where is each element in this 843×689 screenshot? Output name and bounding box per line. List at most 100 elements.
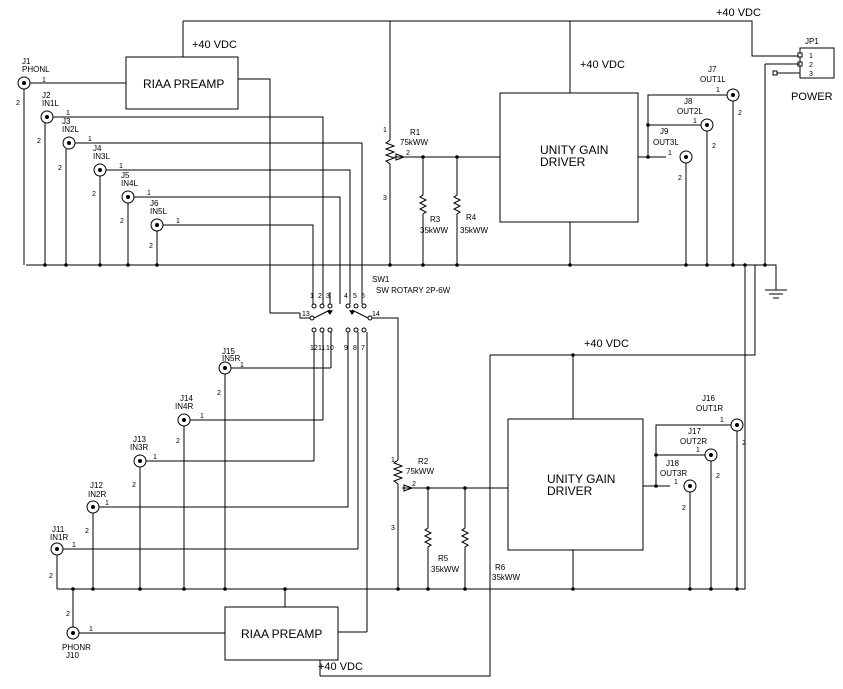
pin-number: 1 [66,110,70,117]
jack-ref: J17 [688,427,701,436]
switch-pin: 8 [353,345,357,352]
riaa-preamp-top: RIAA PREAMP [125,56,300,314]
unity-gain-driver-top: UNITY GAIN DRIVER [499,92,727,265]
resistor-value: 75kWW [406,467,434,476]
pin-number: 1 [105,500,109,507]
pin-number: 1 [693,118,697,125]
pin-number: 2 [217,390,221,397]
pin-number: 1 [383,127,387,134]
jack-ref: J10 [66,651,79,660]
resistor-value: 35kWW [492,573,520,582]
r5-resistor: R5 35kWW [423,488,459,589]
top-power-rail: +40 VDC +40 VDC +40 VDC [182,7,800,93]
power-label-top: +40 VDC [716,7,761,19]
pin-number: 2 [66,611,70,618]
rotary-switch: SW1 SW ROTARY 2P-6W 1 2 3 4 5 6 12 11 10… [299,275,451,632]
jack-ref: J3 [62,117,71,126]
jack-name: IN3L [93,152,110,161]
driver-bottom-line1: UNITY GAIN [547,472,615,486]
power-label-preamp-bottom: +40 VDC [318,661,363,673]
pin-number: 3 [383,195,387,202]
jack-ref: J8 [684,97,693,106]
jack-ref: J16 [702,394,715,403]
jack-name: IN4L [121,179,138,188]
pin-number: 1 [668,150,672,157]
pin-number: 2 [49,573,53,580]
switch-ref: SW1 [372,275,390,284]
preamp-top-label: RIAA PREAMP [143,77,224,91]
pin-number: 1 [696,447,700,454]
pin-number: 2 [58,165,62,172]
pin-number: 2 [120,218,124,225]
power-label-preamp-top: +40 VDC [192,39,237,51]
switch-pin: 4 [344,293,348,300]
pin-number: 2 [712,143,716,150]
jack-ref: J6 [150,199,159,208]
right-input-jacks: J15 IN5R 1 2 J14 IN4R 1 2 J13 IN3R 1 2 J… [49,347,358,660]
jack-name: PHONL [22,65,50,74]
resistor-ref: R3 [430,215,441,224]
connector-pin: 3 [809,71,813,78]
switch-pin: 1 [310,293,314,300]
pin-number: 2 [678,175,682,182]
pin-number: 1 [153,454,157,461]
pin-number: 1 [720,417,724,424]
jack-name: IN5R [222,354,240,363]
pin-number: 2 [682,505,686,512]
r3-resistor: R3 35kWW [418,157,448,265]
switch-pin: 14 [372,311,380,318]
pin-number: 1 [200,413,204,420]
jack-name: IN4R [175,402,193,411]
pin-number: 2 [149,243,153,250]
jack-name: OUT1L [700,75,726,84]
jack-name: OUT2R [680,437,707,446]
bottom-output-jacks: J16 OUT1R 1 2 J17 OUT2R 1 2 J18 OUT3R 1 … [660,394,746,589]
switch-pin: 3 [326,293,330,300]
jack-name: PHONR [62,643,91,652]
jack-ref: J7 [708,65,717,74]
connector-pin: 2 [809,62,813,69]
pin-number: 1 [674,479,678,486]
jack-name: OUT1R [696,404,723,413]
preamp-bottom-label: RIAA PREAMP [241,627,322,641]
unity-gain-driver-bottom: UNITY GAIN DRIVER +40 VDC [320,265,756,677]
connector-pin: 1 [809,53,813,60]
jack-name: IN1R [50,533,68,542]
resistor-ref: R2 [418,457,429,466]
jack-name: IN2L [62,125,79,134]
jack-ref: J18 [666,459,679,468]
jack-ref: J2 [42,91,51,100]
pin-number: 2 [406,150,410,157]
switch-pin: 13 [302,311,310,318]
jack-name: IN5L [150,207,167,216]
jack-ref: J4 [93,144,102,153]
r1-potentiometer: R1 75kWW 1 2 3 [383,21,500,265]
pin-number: 2 [16,100,20,107]
pin-number: 1 [42,77,46,84]
pin-number: 1 [147,190,151,197]
pin-number: 3 [391,525,395,532]
power-connector: JP1 1 2 3 POWER [764,37,835,265]
pin-number: 1 [119,163,123,170]
switch-pin: 10 [326,345,334,352]
jack-name: IN1L [42,99,59,108]
pin-number: 2 [716,473,720,480]
pin-number: 1 [176,218,180,225]
jack-ref: J5 [121,171,130,180]
pin-number: 2 [176,438,180,445]
jack-ref: J15 [222,347,235,356]
r6-resistor: R6 35kWW [460,488,520,589]
connector-ref: JP1 [805,37,819,46]
power-label-driver-top: +40 VDC [580,59,625,71]
jack-name: OUT3L [653,138,679,147]
jack-ref: J14 [180,394,193,403]
resistor-value: 35kWW [420,226,448,235]
jack-ref: J12 [90,481,103,490]
pin-number: 1 [240,362,244,369]
switch-pin: 9 [344,345,348,352]
resistor-value: 35kWW [460,226,488,235]
resistor-value: 35kWW [431,565,459,574]
pin-number: 2 [738,110,742,117]
jack-name: IN2R [88,490,106,499]
